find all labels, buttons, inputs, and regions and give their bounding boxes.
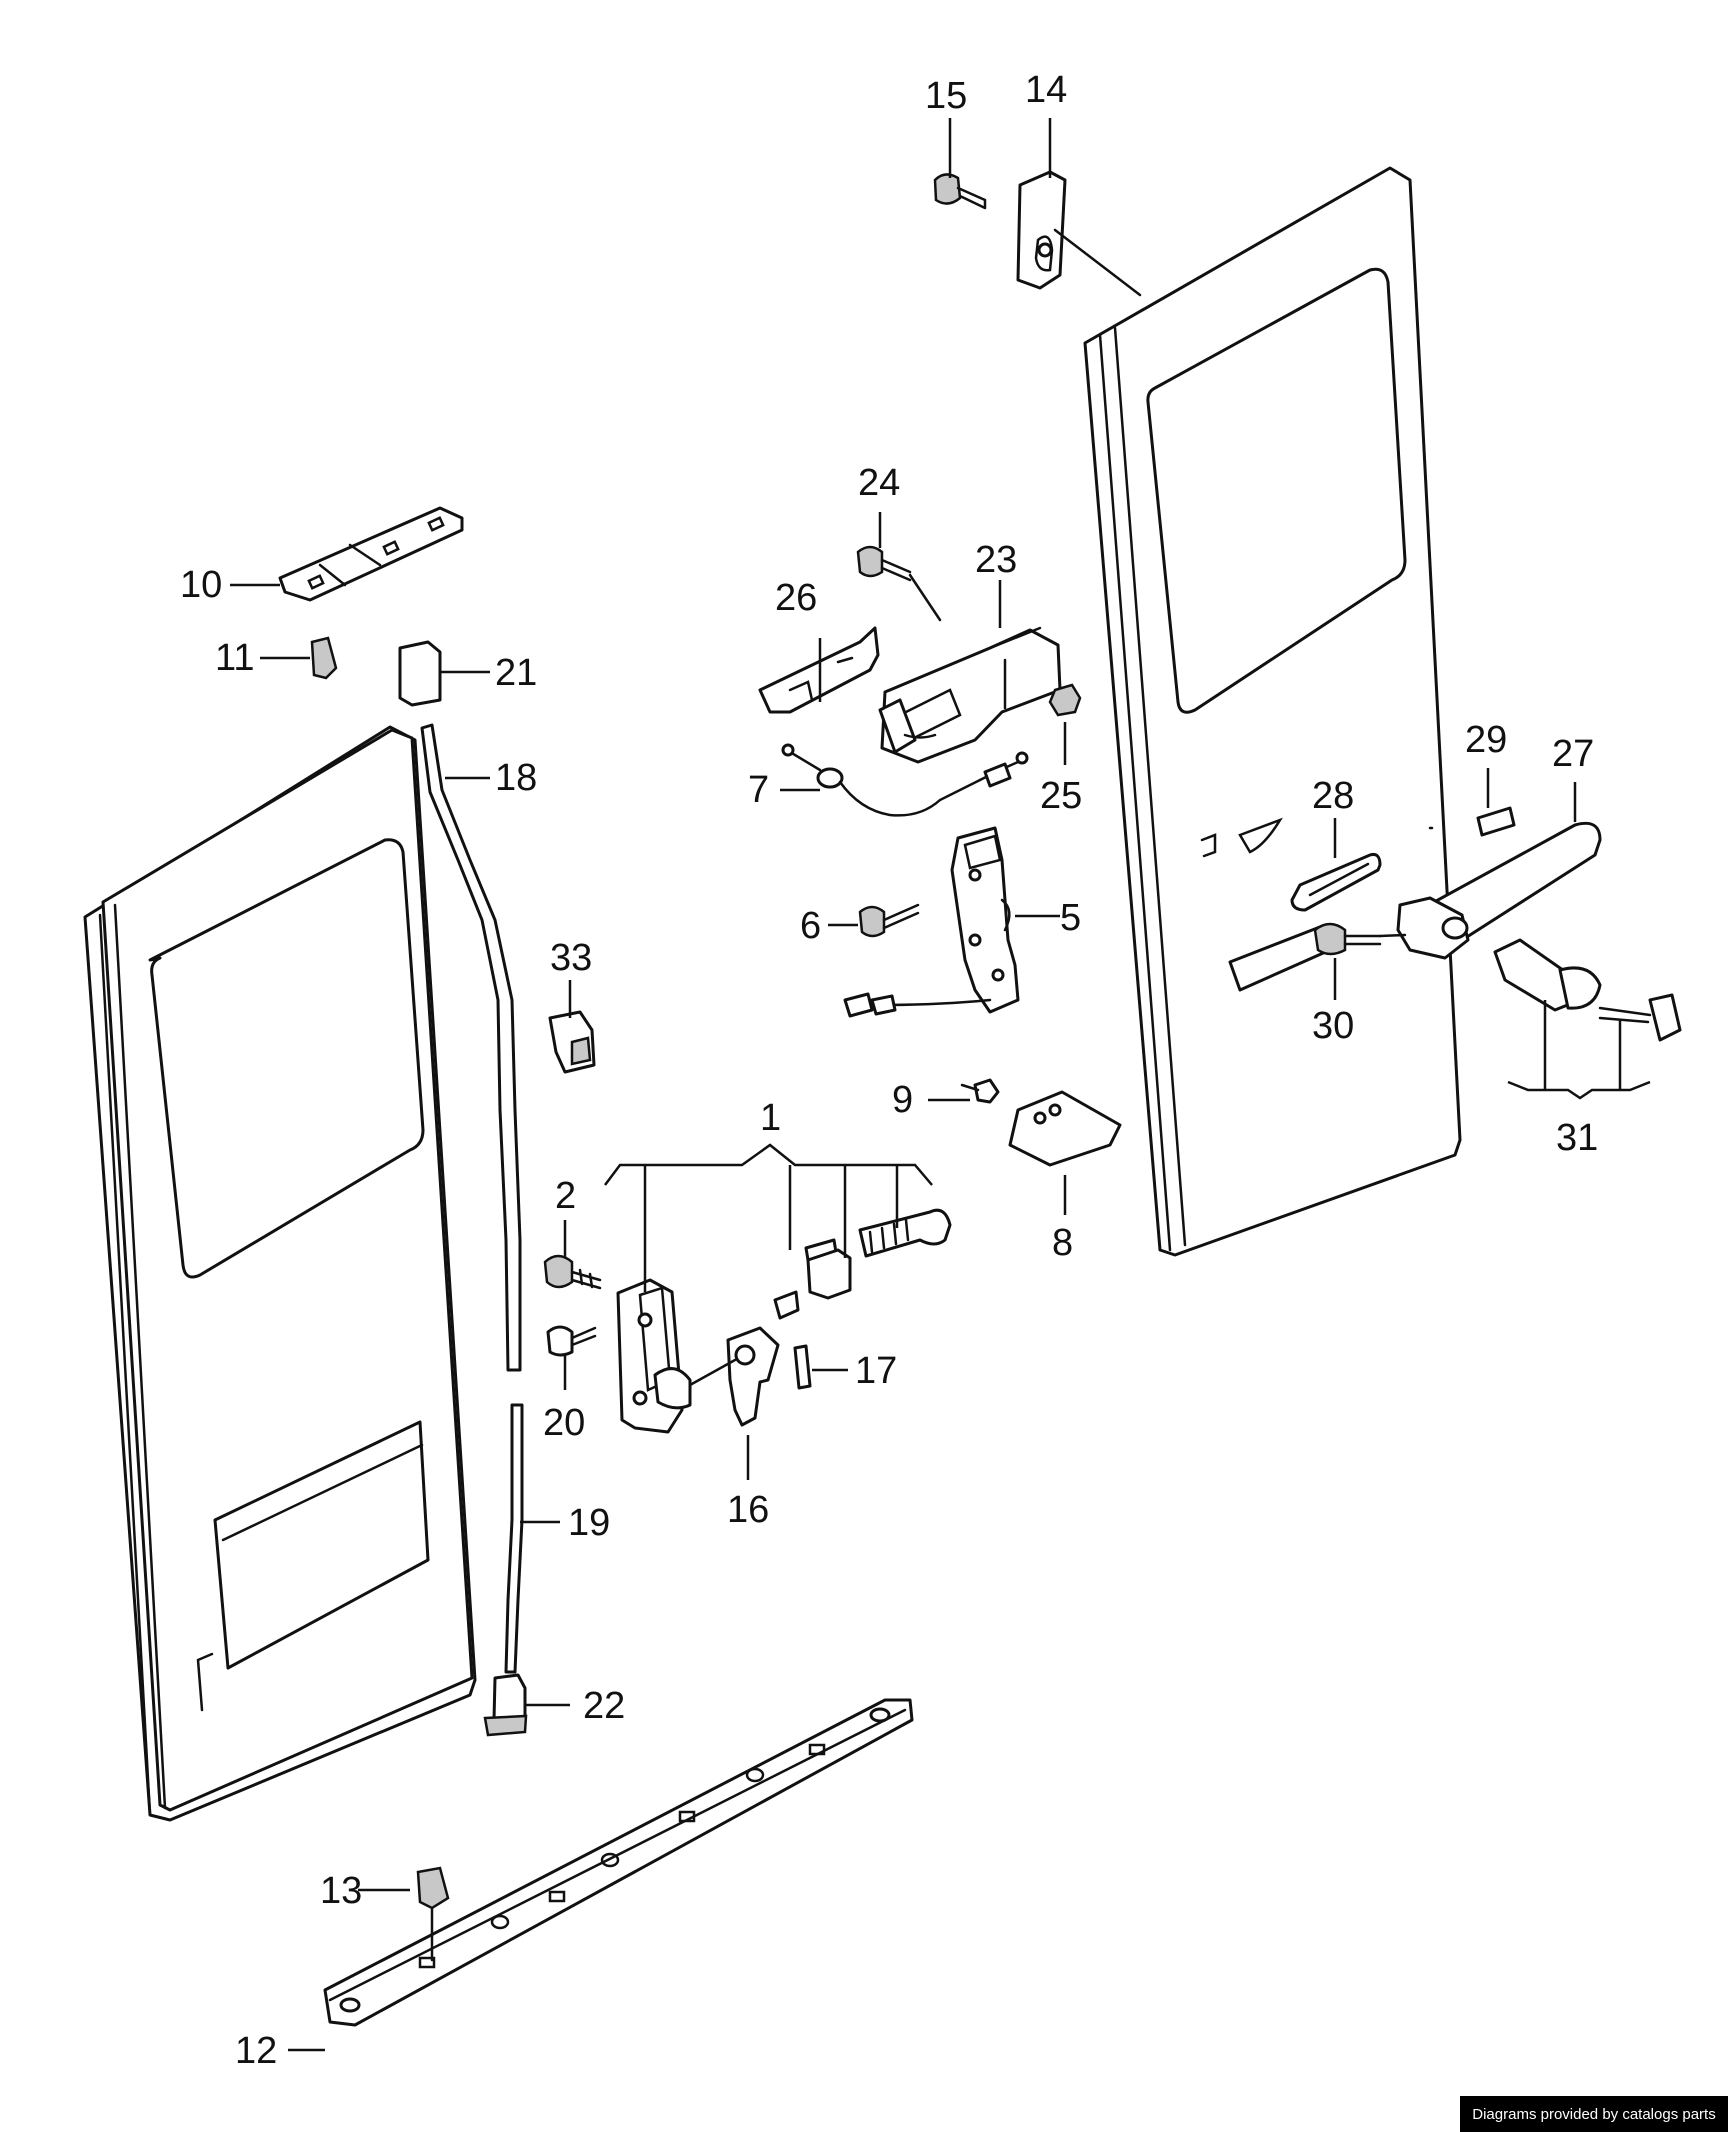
part-33-clip [548, 1010, 596, 1074]
callout-17: 17 [855, 1350, 897, 1392]
part-15-bolt [933, 173, 987, 210]
part-12-sill [323, 1698, 914, 2027]
callout-7: 7 [748, 769, 769, 811]
callout-30: 30 [1312, 1005, 1354, 1047]
callout-19: 19 [568, 1502, 610, 1544]
callout-16: 16 [727, 1489, 769, 1531]
callout-24: 24 [858, 462, 900, 504]
callout-6: 6 [800, 905, 821, 947]
part-8-plate [1008, 1090, 1122, 1167]
part-5-lock [843, 826, 1020, 1018]
part-17-pin [793, 1344, 812, 1390]
part-7-cable [781, 743, 1029, 817]
part-30-screw [1313, 922, 1382, 956]
credit-banner: Diagrams provided by catalogs parts [1460, 2096, 1728, 2132]
callout-28: 28 [1312, 775, 1354, 817]
part-9-pin [960, 1078, 1000, 1104]
callout-22: 22 [583, 1685, 625, 1727]
part-31-cylinder-key [1493, 938, 1682, 1042]
part-28-gasket [1290, 853, 1382, 912]
callout-5: 5 [1060, 897, 1081, 939]
part-24-screw [856, 545, 942, 622]
callout-25: 25 [1040, 775, 1082, 817]
callout-9: 9 [892, 1079, 913, 1121]
callout-8: 8 [1052, 1222, 1073, 1264]
callout-27: 27 [1552, 733, 1594, 775]
callout-29: 29 [1465, 719, 1507, 761]
part-25-nut [1048, 683, 1082, 717]
callout-2: 2 [555, 1175, 576, 1217]
part-19-rod [504, 1403, 524, 1674]
part-6-screw [858, 903, 920, 938]
callout-31: 31 [1556, 1117, 1598, 1159]
callout-labels: 15 14 24 23 26 25 7 10 11 21 18 33 6 5 9… [180, 69, 1598, 2072]
callout-26: 26 [775, 577, 817, 619]
part-23-actuator [878, 626, 1062, 764]
part-16-lever [688, 1326, 780, 1427]
part-1-latch [616, 1208, 952, 1434]
callout-20: 20 [543, 1402, 585, 1444]
callout-10: 10 [180, 564, 222, 606]
left-rear-door [83, 725, 477, 1822]
callout-33: 33 [550, 937, 592, 979]
callout-1-bracket [604, 1143, 933, 1292]
callout-14: 14 [1025, 69, 1067, 111]
callout-12: 12 [235, 2030, 277, 2072]
callout-11: 11 [215, 637, 254, 679]
part-21-cap [398, 640, 442, 707]
part-22-guide [483, 1673, 528, 1737]
part-10-strip [278, 506, 464, 602]
part-27-handle [1378, 821, 1602, 960]
callout-15: 15 [925, 75, 967, 117]
callout-13: 13 [320, 1870, 362, 1912]
part-20-bolt [546, 1325, 597, 1357]
callout-21: 21 [495, 652, 537, 694]
part-18-rod [420, 723, 522, 1372]
callout-1: 1 [760, 1097, 781, 1139]
part-11-clip [310, 636, 338, 680]
part-2-bolt [543, 1254, 602, 1290]
part-29-clip [1476, 806, 1516, 837]
callout-23: 23 [975, 539, 1017, 581]
right-rear-door [1083, 166, 1462, 1257]
callout-18: 18 [495, 757, 537, 799]
part-14-bracket [1016, 170, 1142, 297]
leader-lines [230, 118, 1577, 2052]
callout-31-bracket [1507, 1000, 1651, 1100]
part-13-clip [416, 1866, 450, 1962]
